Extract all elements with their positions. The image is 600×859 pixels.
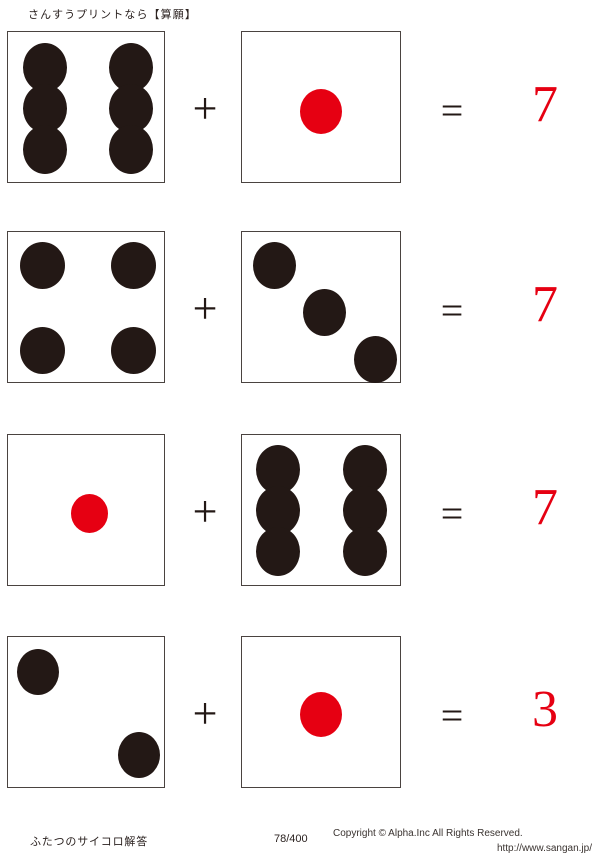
- die-pip: [109, 84, 153, 133]
- die-pip: [300, 692, 342, 737]
- die-pip: [109, 125, 153, 174]
- die-right: [241, 231, 401, 383]
- answer-value: 3: [532, 681, 558, 738]
- plus-operator: +: [192, 487, 218, 536]
- footer-copyright: Copyright © Alpha.Inc All Rights Reserve…: [333, 828, 523, 839]
- die-right: [241, 636, 401, 788]
- die-pip: [303, 289, 346, 336]
- problem-row: + = 7: [0, 31, 600, 191]
- equals-operator: =: [440, 693, 464, 738]
- die-pip: [20, 242, 65, 289]
- problem-row: + = 7: [0, 434, 600, 594]
- die-pip: [256, 486, 300, 535]
- footer-page-number: 78/400: [274, 833, 308, 845]
- footer-url[interactable]: http://www.sangan.jp/: [496, 843, 592, 854]
- die-left: [7, 31, 165, 183]
- die-pip: [256, 527, 300, 576]
- die-pip: [118, 732, 160, 778]
- die-pip: [343, 445, 387, 494]
- die-pip: [111, 327, 156, 374]
- plus-operator: +: [192, 689, 218, 738]
- die-pip: [343, 486, 387, 535]
- die-right: [241, 31, 401, 183]
- equals-operator: =: [440, 491, 464, 536]
- die-left: [7, 434, 165, 586]
- die-pip: [23, 84, 67, 133]
- problem-row: + = 7: [0, 231, 600, 391]
- page-title: さんすうプリントなら【算願】: [28, 8, 197, 21]
- die-pip: [253, 242, 296, 289]
- equals-operator: =: [440, 288, 464, 333]
- die-pip: [343, 527, 387, 576]
- die-pip: [71, 494, 108, 533]
- equals-operator: =: [440, 88, 464, 133]
- die-pip: [111, 242, 156, 289]
- problem-row: + = 3: [0, 636, 600, 796]
- plus-operator: +: [192, 84, 218, 133]
- die-left: [7, 231, 165, 383]
- die-pip: [109, 43, 153, 92]
- die-pip: [23, 125, 67, 174]
- die-pip: [354, 336, 397, 383]
- die-right: [241, 434, 401, 586]
- die-pip: [23, 43, 67, 92]
- die-pip: [17, 649, 59, 695]
- die-pip: [256, 445, 300, 494]
- answer-value: 7: [532, 479, 558, 536]
- footer-sheet-title: ふたつのサイコロ解答: [30, 835, 148, 848]
- plus-operator: +: [192, 284, 218, 333]
- die-pip: [20, 327, 65, 374]
- die-left: [7, 636, 165, 788]
- answer-value: 7: [532, 76, 558, 133]
- answer-value: 7: [532, 276, 558, 333]
- die-pip: [300, 89, 342, 134]
